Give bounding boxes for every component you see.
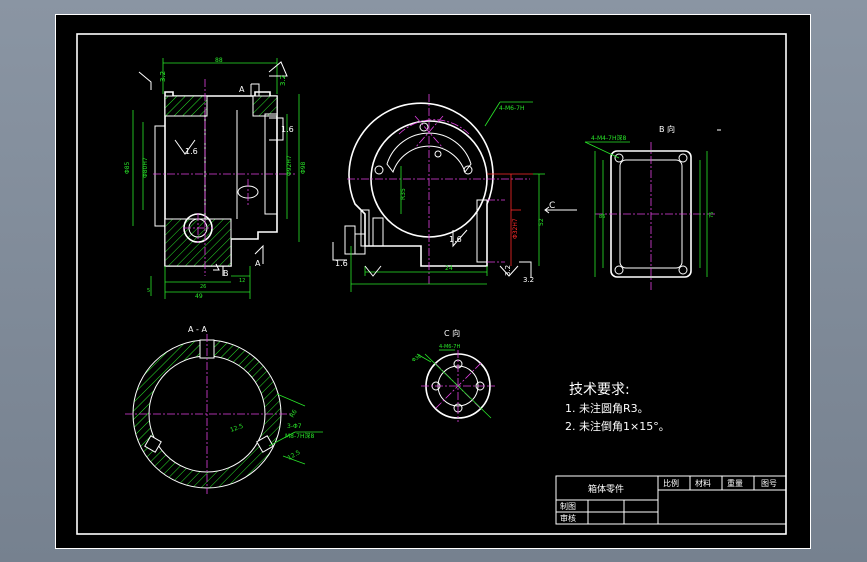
svg-text:Φ36: Φ36: [411, 353, 423, 363]
svg-text:5: 5: [147, 288, 150, 294]
svg-text:3.2: 3.2: [159, 71, 167, 82]
requirements-heading: 技术要求:: [569, 382, 630, 398]
svg-text:Φ98: Φ98: [300, 161, 307, 174]
svg-text:24: 24: [445, 265, 453, 272]
front-callout: 4-M6-7H: [499, 105, 524, 112]
row-drawn: 制图: [560, 501, 576, 511]
aa-callout-2: M8-7H深8: [285, 432, 314, 440]
drawing-sheet: 3.2 88 3.2 Φ85 Φ80H7 Φ92H7 Φ98 49 26 12 …: [55, 14, 811, 549]
col-weight: 重量: [727, 478, 743, 488]
requirement-item-2: 2. 未注倒角1×15°。: [565, 419, 670, 433]
outer-border: [55, 14, 811, 549]
c-view: C 向 4-M6-7H Φ36: [411, 328, 495, 422]
svg-text:26: 26: [200, 284, 206, 290]
technical-requirements: 技术要求: 1. 未注圆角R3。 2. 未注倒角1×15°。: [565, 382, 670, 433]
b-view-title: B 向: [659, 124, 675, 134]
b-view: B 向 4-M4-7H深8 86 75: [584, 124, 721, 290]
svg-text:1.6: 1.6: [185, 147, 198, 156]
requirement-item-1: 1. 未注圆角R3。: [565, 401, 649, 415]
col-scale: 比例: [663, 478, 679, 488]
ra-front-bottom: 1.6: [449, 235, 462, 244]
svg-text:12.5: 12.5: [229, 423, 244, 434]
b-hole-callout: 4-M4-7H深8: [591, 134, 626, 142]
c-arrow-label: C: [549, 201, 555, 211]
section-mark-a-top: A: [239, 85, 245, 94]
section-mark-b: B: [223, 269, 229, 278]
title-block: 箱体零件 比例 材料 重量 图号 制图 审核: [555, 475, 787, 525]
svg-text:3.2: 3.2: [279, 75, 287, 86]
ra-front-r1: 3.2: [504, 265, 512, 276]
svg-text:75: 75: [709, 212, 715, 218]
svg-text:4-M6-7H: 4-M6-7H: [439, 344, 460, 350]
ra-front-left: 1.6: [335, 259, 348, 268]
svg-text:Φ32H7: Φ32H7: [512, 218, 519, 239]
svg-text:Φ80H7: Φ80H7: [142, 157, 149, 178]
row-checked: 审核: [560, 513, 576, 523]
svg-text:R35: R35: [400, 188, 407, 200]
col-drawing-no: 图号: [761, 479, 777, 488]
part-name: 箱体零件: [588, 483, 624, 495]
aa-section-title: A - A: [188, 325, 207, 334]
svg-text:1.6: 1.6: [281, 125, 294, 134]
svg-text:R6: R6: [289, 408, 299, 419]
svg-text:88: 88: [215, 57, 223, 64]
side-view: 3.2 88 3.2 Φ85 Φ80H7 Φ92H7 Φ98 49 26 12 …: [124, 57, 307, 300]
c-view-title: C 向: [444, 328, 460, 338]
aa-callout-1: 3-Φ7: [287, 423, 302, 430]
svg-text:12: 12: [239, 278, 245, 284]
aa-section: A - A R6 12.5 3-Φ7 M8-7H深8 12.5: [125, 325, 323, 494]
col-material: 材料: [695, 478, 711, 488]
svg-text:86: 86: [599, 214, 605, 220]
svg-text:Φ85: Φ85: [124, 161, 131, 174]
drawing-canvas: 3.2 88 3.2 Φ85 Φ80H7 Φ92H7 Φ98 49 26 12 …: [55, 14, 811, 549]
svg-text:52: 52: [538, 218, 545, 226]
section-mark-a-bottom: A: [255, 259, 261, 268]
svg-text:49: 49: [195, 293, 203, 300]
front-view: Φ32H7 C 52 24 4: [332, 94, 577, 292]
inner-border: [76, 33, 787, 535]
ra-front-r2: 3.2: [523, 276, 534, 284]
svg-text:Φ92H7: Φ92H7: [286, 155, 293, 176]
